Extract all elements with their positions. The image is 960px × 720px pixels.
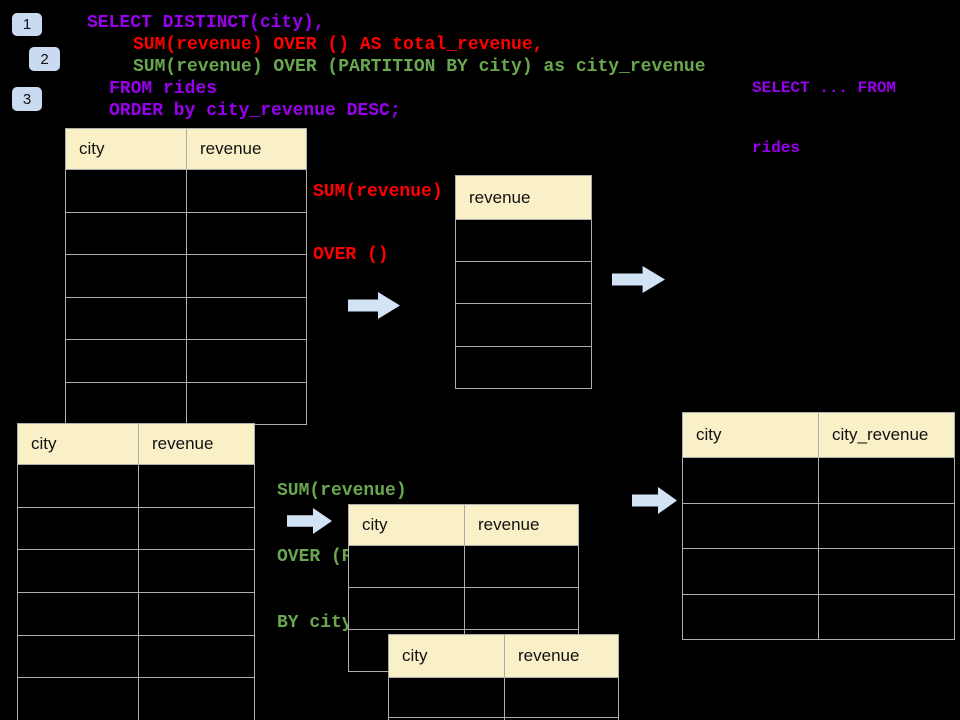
table-row: [18, 634, 254, 678]
sql-line-sum-over: SUM(revenue) OVER () AS total_revenue,: [133, 35, 544, 55]
table-row: [683, 593, 954, 639]
table-header-row: city revenue: [349, 505, 578, 545]
flow-arrow-icon-3: [287, 508, 332, 534]
table-header-row: city city_revenue: [683, 413, 954, 457]
table-row: [66, 211, 306, 254]
sql-line-order: ORDER by city_revenue DESC;: [109, 101, 401, 121]
flow-arrow-icon-2: [612, 266, 665, 293]
table-header-row: city revenue: [18, 424, 254, 464]
table-row: [18, 549, 254, 593]
table-source-top: city revenue: [65, 128, 307, 425]
column-header-revenue: revenue: [186, 129, 306, 169]
table-source-bottom: city revenue: [17, 423, 255, 720]
table-city-revenue: city city_revenue: [682, 412, 955, 640]
table-row: [389, 677, 618, 717]
table-row: [18, 592, 254, 635]
flow-arrow-icon-4: [632, 487, 677, 514]
side-note-line: SELECT ... FROM: [752, 79, 897, 97]
step-badge-2: 2: [29, 47, 60, 71]
table-header-row: city revenue: [66, 129, 306, 169]
table-row: [18, 464, 254, 507]
column-header-city: city: [31, 434, 57, 453]
table-row: [456, 303, 591, 346]
column-header-city: city: [362, 515, 388, 534]
column-header-revenue: revenue: [138, 424, 254, 464]
table-row: [456, 219, 591, 262]
table-row: [683, 502, 954, 548]
table-row: [66, 339, 306, 382]
sql-line-partition: SUM(revenue) OVER (PARTITION BY city) as…: [133, 57, 706, 77]
sql-line-select: SELECT DISTINCT(city),: [87, 13, 325, 33]
table-row: [349, 587, 578, 629]
table-row: [683, 457, 954, 503]
table-row: [66, 169, 306, 212]
table-row: [683, 548, 954, 594]
table-row: [349, 545, 578, 587]
table-row: [18, 506, 254, 550]
step-badge-1: 1: [12, 13, 42, 36]
column-header-revenue: revenue: [464, 505, 578, 545]
table-partition-front: city revenue: [388, 634, 619, 720]
table-header-row: revenue: [456, 176, 591, 219]
column-header-city: city: [696, 425, 722, 444]
label-line: SUM(revenue): [277, 481, 407, 501]
label-sum-over-all: SUM(revenue) OVER (): [313, 140, 443, 308]
column-header-city: city: [402, 646, 428, 665]
step-badge-3: 3: [12, 87, 42, 111]
table-header-row: city revenue: [389, 635, 618, 677]
label-line: OVER (): [313, 245, 389, 265]
column-header-revenue: revenue: [469, 187, 531, 207]
side-note-select-from: SELECT ... FROM rides: [752, 38, 896, 198]
table-total-revenue: revenue: [455, 175, 592, 389]
column-header-revenue: revenue: [504, 635, 618, 677]
table-row: [66, 254, 306, 297]
table-row: [389, 717, 618, 720]
flow-arrow-icon-1: [348, 292, 400, 319]
table-row: [456, 345, 591, 388]
side-note-line: rides: [752, 139, 801, 157]
table-row: [66, 296, 306, 339]
label-line: SUM(revenue): [313, 182, 443, 202]
column-header-city: city: [79, 139, 105, 158]
sql-line-from: FROM rides: [109, 79, 218, 99]
table-row: [18, 677, 254, 720]
table-row: [456, 261, 591, 304]
table-row: [66, 381, 306, 424]
column-header-city-revenue: city_revenue: [818, 413, 954, 457]
